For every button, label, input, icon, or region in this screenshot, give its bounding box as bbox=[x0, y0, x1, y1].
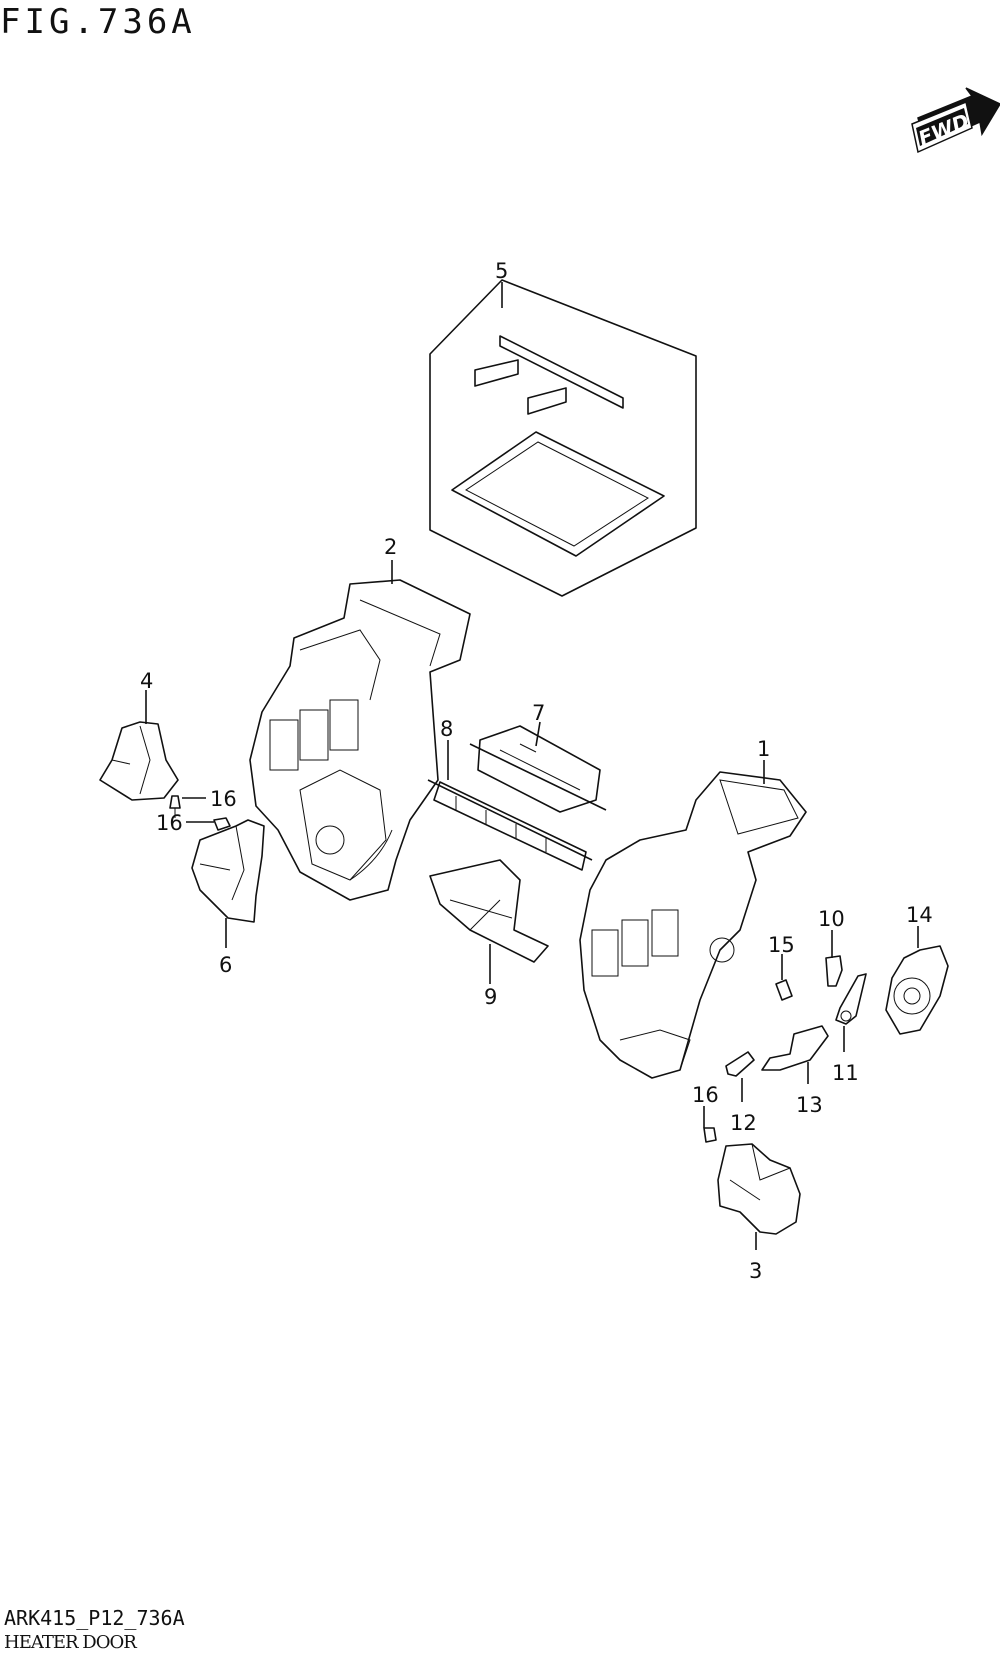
callout-5: 5 bbox=[495, 259, 508, 283]
part-7-door-assembly bbox=[469, 725, 607, 813]
callout-13: 13 bbox=[796, 1093, 823, 1117]
callout-16-a: 16 bbox=[210, 787, 237, 811]
callout-9: 9 bbox=[484, 985, 497, 1009]
part-12-small-link bbox=[725, 1051, 755, 1077]
callout-1: 1 bbox=[757, 737, 770, 761]
callout-14: 14 bbox=[906, 903, 933, 927]
callout-16-c: 16 bbox=[692, 1083, 719, 1107]
part-11-lever bbox=[835, 973, 867, 1025]
callout-12: 12 bbox=[730, 1111, 757, 1135]
fwd-direction-marker: FWD bbox=[911, 87, 1000, 154]
part-5-filter-kit bbox=[429, 279, 697, 597]
part-3-duct bbox=[717, 1143, 801, 1235]
part-1-heater-case-right bbox=[579, 771, 807, 1079]
callout-15: 15 bbox=[768, 933, 795, 957]
part-4-duct bbox=[99, 721, 179, 801]
part-16-screw-c bbox=[703, 1127, 717, 1143]
part-13-lever-arm bbox=[761, 1025, 829, 1071]
part-8-door-shaft bbox=[427, 779, 593, 871]
figure-name: HEATER DOOR bbox=[4, 1632, 137, 1653]
part-16-screw-b bbox=[213, 817, 231, 831]
callout-11: 11 bbox=[832, 1061, 859, 1085]
figure-title: FIG.736A bbox=[0, 2, 196, 42]
part-15-clip bbox=[775, 979, 793, 1001]
part-6-bracket bbox=[191, 819, 265, 923]
part-16-screw-a bbox=[169, 795, 181, 818]
part-14-actuator bbox=[885, 945, 949, 1035]
part-10-link bbox=[825, 955, 843, 987]
callout-7: 7 bbox=[532, 701, 545, 725]
part-2-heater-case-left bbox=[249, 579, 471, 901]
part-9-deflector bbox=[429, 859, 549, 963]
callout-6: 6 bbox=[219, 953, 232, 977]
callout-8: 8 bbox=[440, 717, 453, 741]
callout-10: 10 bbox=[818, 907, 845, 931]
figure-code: ARK415_P12_736A bbox=[4, 1606, 185, 1630]
callout-3: 3 bbox=[749, 1259, 762, 1283]
callout-16-b: 16 bbox=[156, 811, 183, 835]
leader-lines bbox=[145, 282, 919, 1250]
callout-4: 4 bbox=[140, 669, 153, 693]
callout-2: 2 bbox=[384, 535, 397, 559]
callout-labels: 5 2 4 16 16 6 8 7 9 1 10 14 15 11 13 12 … bbox=[140, 259, 933, 1283]
